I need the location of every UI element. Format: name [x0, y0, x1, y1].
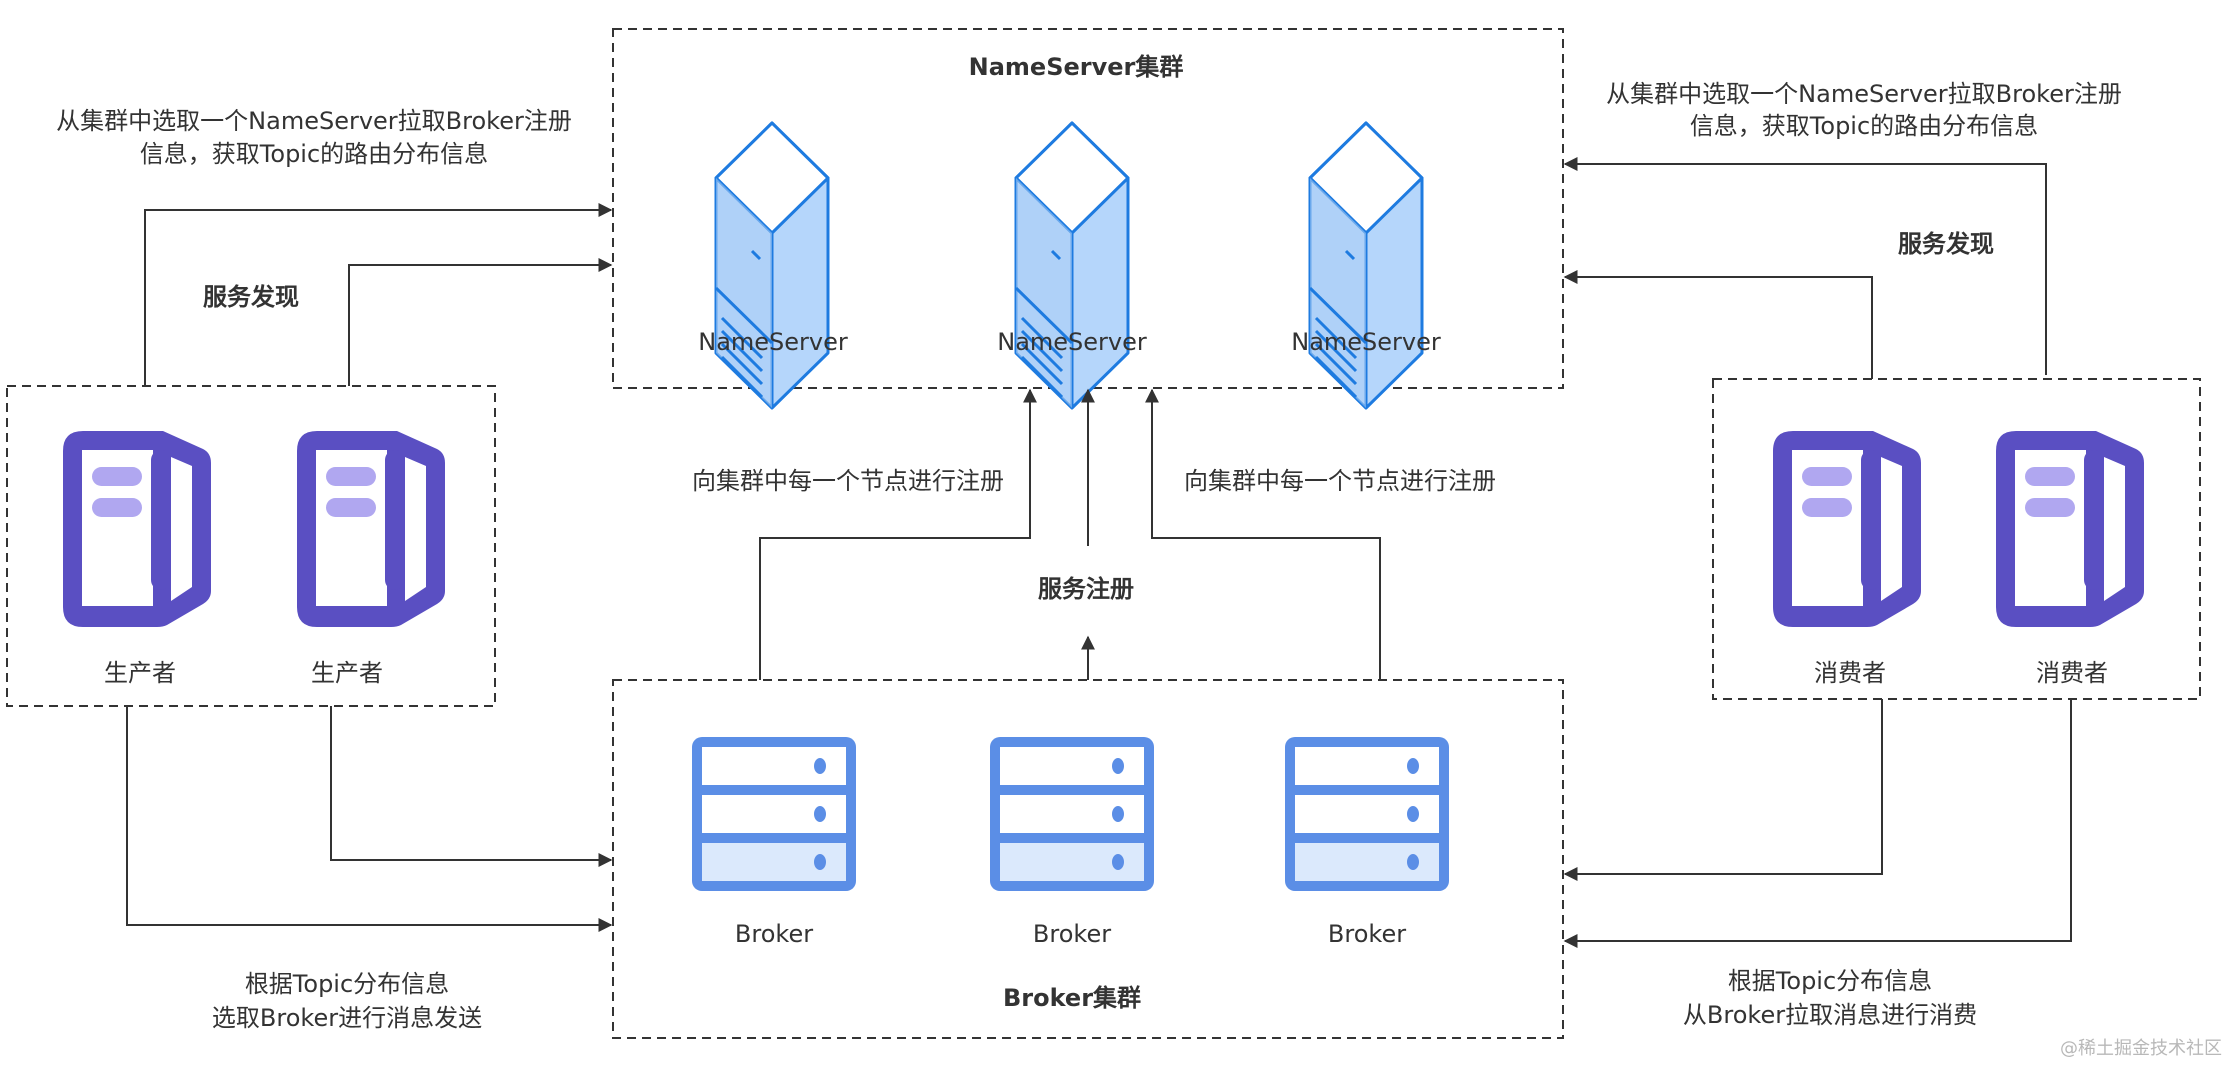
register-note-right: 向集群中每一个节点进行注册: [1184, 467, 1496, 495]
producer-label: 生产者: [104, 659, 176, 687]
broker-icon: [692, 737, 856, 891]
left-discovery-label: 服务发现: [203, 283, 299, 311]
producer-send-arrow: [126, 706, 613, 932]
producer-label: 生产者: [311, 659, 383, 687]
producer-discovery-arrow: [348, 258, 613, 386]
producer-icon: [297, 431, 445, 627]
nameserver-label: NameServer: [997, 328, 1147, 356]
right-discovery-label: 服务发现: [1898, 230, 1994, 258]
producer-icon: [63, 431, 211, 627]
producer-discovery-arrow: [144, 203, 613, 386]
nameserver-label: NameServer: [698, 328, 848, 356]
consumer-discovery-arrow: [1563, 157, 2047, 375]
nameserver-icon: [1014, 121, 1130, 410]
consumer-pull-note-line1: 根据Topic分布信息: [1727, 967, 1933, 995]
producer-group-box: [6, 385, 496, 707]
broker-label: Broker: [1327, 920, 1407, 948]
nameserver-icon: [1308, 121, 1424, 410]
nameserver-cluster-title: NameServer集群: [968, 53, 1184, 81]
nameserver-label: NameServer: [1291, 328, 1441, 356]
right-discovery-note-line2: 信息，获取Topic的路由分布信息: [1689, 112, 2039, 140]
consumer-group-box: [1712, 378, 2201, 700]
consumer-pull-arrow: [1563, 699, 2072, 948]
consumer-label: 消费者: [2036, 659, 2108, 687]
right-discovery-note-line1: 从集群中选取一个NameServer拉取Broker注册: [1606, 80, 2122, 108]
nameserver-cluster-box: [612, 28, 1564, 389]
broker-label: Broker: [1032, 920, 1112, 948]
broker-label: Broker: [734, 920, 814, 948]
producer-send-note-line1: 根据Topic分布信息: [244, 970, 450, 998]
register-label: 服务注册: [1038, 575, 1134, 603]
consumer-pull-note-line2: 从Broker拉取消息进行消费: [1682, 1001, 1978, 1029]
watermark: @稀土掘金技术社区: [2060, 1038, 2222, 1059]
left-discovery-note-line1: 从集群中选取一个NameServer拉取Broker注册: [56, 107, 572, 135]
broker-icon: [1285, 737, 1449, 891]
register-note-left: 向集群中每一个节点进行注册: [692, 467, 1004, 495]
left-discovery-note-line2: 信息，获取Topic的路由分布信息: [139, 140, 489, 168]
broker-icon: [990, 737, 1154, 891]
register-arrow-right: [1145, 388, 1381, 680]
nameserver-icon: [714, 121, 830, 410]
consumer-icon: [1996, 431, 2144, 627]
consumer-pull-arrow: [1563, 699, 1883, 881]
consumer-label: 消费者: [1814, 659, 1886, 687]
producer-send-arrow: [330, 706, 613, 867]
producer-send-note-line2: 选取Broker进行消息发送: [211, 1004, 483, 1032]
broker-cluster-title: Broker集群: [1002, 984, 1142, 1012]
broker-cluster-box: [612, 679, 1564, 1039]
consumer-discovery-arrow: [1563, 270, 1873, 379]
register-arrow-left: [759, 388, 1037, 680]
consumer-icon: [1773, 431, 1921, 627]
